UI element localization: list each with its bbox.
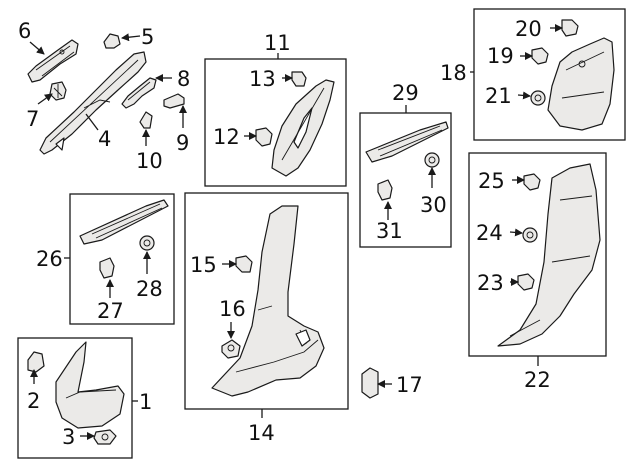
group-box-1 <box>17 337 133 459</box>
part-3-screw <box>93 429 117 445</box>
part-18-quarter-trim <box>547 37 615 131</box>
part-28-push-pin <box>139 235 155 251</box>
part-24-push-pin <box>522 227 538 243</box>
part-15-clip <box>235 255 253 273</box>
callout-13: 13 <box>249 67 276 91</box>
callout-18: 18 <box>440 61 467 85</box>
callout-6: 6 <box>18 19 31 43</box>
part-4-upper-trim <box>39 51 147 155</box>
part-5-clip <box>103 33 121 49</box>
callout-9: 9 <box>176 131 189 155</box>
part-25-clip <box>523 173 541 191</box>
callout-23: 23 <box>477 271 504 295</box>
leader-7 <box>37 93 53 105</box>
callout-27: 27 <box>97 299 124 323</box>
group-box-11 <box>204 58 347 187</box>
callout-1: 1 <box>139 390 152 414</box>
part-22-quarter-trim-lower <box>497 163 601 347</box>
part-27-clip <box>99 257 115 279</box>
callout-5: 5 <box>141 25 154 49</box>
part-8-grab-handle <box>121 77 157 109</box>
callout-16: 16 <box>219 297 246 321</box>
callout-25: 25 <box>478 169 505 193</box>
part-29-sill-plate <box>365 121 449 163</box>
callout-8: 8 <box>177 67 190 91</box>
callout-29: 29 <box>392 81 419 105</box>
part-6-bracket <box>27 39 79 83</box>
callout-20: 20 <box>515 17 542 41</box>
callout-2: 2 <box>27 389 40 413</box>
part-23-clip <box>517 273 535 291</box>
part-12-clip <box>255 127 273 147</box>
callout-28: 28 <box>136 277 163 301</box>
part-30-push-pin <box>424 152 440 168</box>
callout-26: 26 <box>36 247 63 271</box>
group-box-14 <box>184 192 349 410</box>
callout-19: 19 <box>487 44 514 68</box>
part-20-clip <box>561 19 579 37</box>
callout-14: 14 <box>248 421 275 445</box>
part-11-pillar-trim <box>271 79 335 177</box>
part-26-sill-plate <box>79 199 169 245</box>
leader-6 <box>29 41 45 55</box>
callout-31: 31 <box>376 219 403 243</box>
part-31-clip <box>377 179 393 201</box>
part-1-kick-panel <box>55 341 125 429</box>
part-21-push-pin <box>530 90 546 106</box>
part-10-clip <box>139 111 153 129</box>
leader-24 <box>509 228 523 237</box>
callout-3: 3 <box>62 425 75 449</box>
leader-5 <box>121 33 141 42</box>
part-2-retainer <box>27 351 45 373</box>
callout-7: 7 <box>26 107 39 131</box>
callout-30: 30 <box>420 193 447 217</box>
part-9-rod <box>163 93 185 109</box>
callout-11: 11 <box>264 31 291 55</box>
part-7-push-pin <box>49 81 67 101</box>
callout-10: 10 <box>136 149 163 173</box>
callout-24: 24 <box>476 221 503 245</box>
callout-22: 22 <box>524 368 551 392</box>
callout-4: 4 <box>98 127 111 151</box>
part-16-push-pin <box>221 339 241 359</box>
leader-21 <box>517 91 531 100</box>
part-13-clip <box>291 71 307 87</box>
part-17-bracket <box>361 367 379 399</box>
group-box-26 <box>69 193 175 325</box>
callout-17: 17 <box>396 373 423 397</box>
part-14-b-pillar-trim <box>211 205 325 397</box>
part-19-clip <box>531 47 549 65</box>
group-box-18 <box>473 8 626 141</box>
callout-21: 21 <box>485 84 512 108</box>
callout-12: 12 <box>213 125 240 149</box>
leader-4 <box>85 113 99 131</box>
callout-15: 15 <box>190 253 217 277</box>
